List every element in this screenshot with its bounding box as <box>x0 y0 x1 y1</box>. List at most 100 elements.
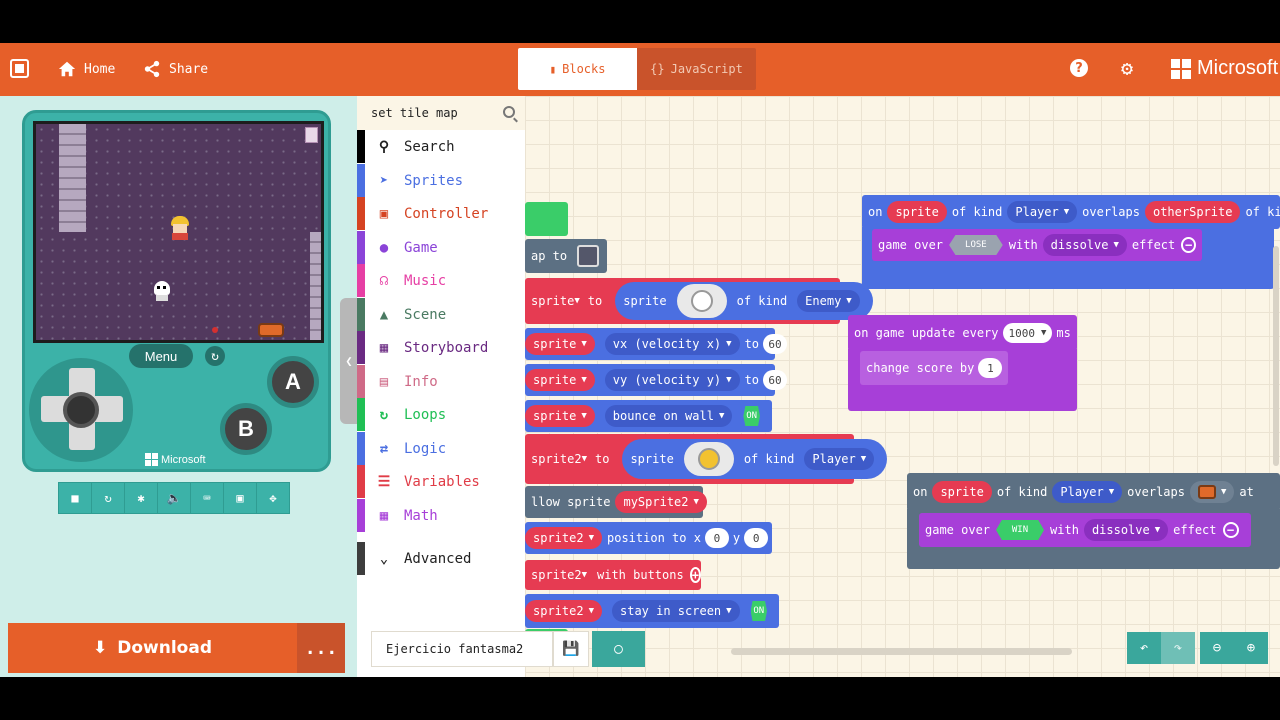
toolbox-category-variables[interactable]: ☰Variables <box>357 465 525 498</box>
horizontal-scrollbar[interactable] <box>731 648 1072 655</box>
save-button[interactable]: 💾 <box>553 631 589 667</box>
toolbox-category-math[interactable]: ▦Math <box>357 499 525 532</box>
toolbox-category-info[interactable]: ▤Info <box>357 365 525 398</box>
toolbox-category-search[interactable]: ⚲Search <box>357 130 525 163</box>
toolbox-category-sprites[interactable]: ➤Sprites <box>357 164 525 197</box>
toolbox-category-game[interactable]: ●Game <box>357 231 525 264</box>
toggle-on[interactable]: ON <box>750 601 767 621</box>
kind-player-dropdown[interactable]: Player▼ <box>1007 201 1078 223</box>
github-button[interactable]: ◯ <box>592 631 645 667</box>
sprite-create-block[interactable]: sprite of kind Enemy▼ <box>615 282 873 320</box>
arcade-logo-icon[interactable] <box>10 59 29 78</box>
win-toggle[interactable]: WIN <box>996 520 1045 540</box>
var-sprite-dropdown[interactable]: sprite▼ <box>525 369 595 391</box>
zoom-in-button[interactable]: ⊕ <box>1234 632 1268 664</box>
settings-button[interactable]: ⚙ <box>1121 56 1133 80</box>
block-set-tilemap[interactable]: ap to <box>525 239 607 273</box>
block-game-over-win[interactable]: game over WIN with dissolve▼ effect − <box>919 513 1251 547</box>
plus-circle-icon[interactable]: + <box>689 567 701 583</box>
var-sprite-dropdown[interactable]: sprite▼ <box>525 405 595 427</box>
property-dropdown[interactable]: vx (velocity x)▼ <box>604 333 740 355</box>
var-sprite-pill[interactable]: sprite <box>932 481 992 503</box>
help-button[interactable]: ? <box>1070 59 1088 77</box>
vertical-scrollbar[interactable] <box>1273 246 1279 466</box>
kind-enemy-dropdown[interactable]: Enemy▼ <box>797 290 860 312</box>
share-button[interactable]: Share <box>143 59 208 79</box>
property-dropdown[interactable]: vy (velocity y)▼ <box>604 369 740 391</box>
stop-icon[interactable]: ■ <box>59 483 92 513</box>
var-sprite-dropdown[interactable]: sprite▼ <box>525 333 595 355</box>
flag-dropdown[interactable]: stay in screen▼ <box>612 600 740 622</box>
kind-player-dropdown[interactable]: Player▼ <box>804 448 875 470</box>
block-set-sprite2-player[interactable]: sprite2▼ to sprite of kind Player▼ <box>525 434 888 484</box>
tab-javascript[interactable]: {} JavaScript <box>637 48 756 90</box>
search-icon[interactable] <box>503 106 515 118</box>
a-button[interactable]: A <box>267 356 319 408</box>
restart-sim-icon[interactable]: ↻ <box>92 483 125 513</box>
microsoft-logo[interactable]: Microsoft <box>1171 57 1278 80</box>
screenshot-camera-icon[interactable]: ▣ <box>224 483 257 513</box>
toolbox-category-music[interactable]: ☊Music <box>357 264 525 297</box>
player-image-picker[interactable] <box>683 442 734 476</box>
block-on-overlap-enemy-body[interactable]: game over LOSE with dissolve▼ effect − <box>862 227 1274 289</box>
blocks-workspace[interactable]: ap to sprite▼ to sprite of kind Enemy▼ s… <box>525 96 1280 677</box>
tilemap-thumbnail[interactable] <box>577 245 600 267</box>
project-name-input[interactable]: Ejercicio fantasma2 <box>371 631 553 667</box>
toggle-on[interactable]: ON <box>743 406 760 426</box>
minus-circle-icon[interactable]: − <box>1181 237 1196 253</box>
block-set-vx[interactable]: sprite▼ vx (velocity x)▼ to 60 <box>525 328 788 360</box>
download-button[interactable]: ⬇ Download <box>8 623 297 673</box>
menu-button[interactable]: Menu <box>129 344 193 368</box>
y-value-input[interactable]: 0 <box>744 528 769 548</box>
toolbox-category-storyboard[interactable]: ▦Storyboard <box>357 331 525 364</box>
undo-button[interactable]: ↶ <box>1127 632 1161 664</box>
redo-button[interactable]: ↷ <box>1161 632 1195 664</box>
block-set-sprite-enemy[interactable]: sprite▼ to sprite of kind Enemy▼ <box>525 278 873 324</box>
var-sprite2-dropdown[interactable]: sprite2 <box>531 568 582 582</box>
minus-circle-icon[interactable]: − <box>1222 522 1239 538</box>
block-bounce-on-wall[interactable]: sprite▼ bounce on wall▼ ON <box>525 400 772 432</box>
flag-dropdown[interactable]: bounce on wall▼ <box>604 405 733 427</box>
block-on-game-update-interval[interactable]: on game update every 1000▼ ms <box>848 315 1077 351</box>
block-set-vy[interactable]: sprite▼ vy (velocity y)▼ to 60 <box>525 364 788 396</box>
more-options-button[interactable]: ... <box>297 623 345 673</box>
block-game-over-lose[interactable]: game over LOSE with dissolve▼ effect − <box>872 229 1202 261</box>
vy-value-input[interactable]: 60 <box>763 370 788 390</box>
block-set-position[interactable]: sprite2▼ position to x 0 y 0 <box>525 522 772 554</box>
sound-icon[interactable]: 🔈 <box>158 483 191 513</box>
var-mysprite2-dropdown[interactable]: mySprite2▼ <box>615 491 707 513</box>
block-hat-top[interactable] <box>525 202 568 236</box>
block-on-overlap-enemy[interactable]: on sprite of kind Player▼ overlaps other… <box>862 195 1280 229</box>
var-sprite-dropdown[interactable]: sprite2▼ <box>525 600 602 622</box>
keyboard-icon[interactable]: ⌨ <box>191 483 224 513</box>
interval-dropdown[interactable]: 1000▼ <box>1002 323 1053 343</box>
restart-icon[interactable]: ↻ <box>205 346 225 366</box>
block-camera-follow[interactable]: llow sprite mySprite2▼ <box>525 486 707 518</box>
dpad[interactable] <box>29 358 133 462</box>
lose-toggle[interactable]: LOSE <box>949 235 1003 255</box>
score-value-input[interactable]: 1 <box>978 358 1003 378</box>
var-sprite2-dropdown[interactable]: sprite2 <box>531 452 582 466</box>
block-stay-in-screen[interactable]: sprite2▼ stay in screen▼ ON <box>525 594 779 628</box>
home-button[interactable]: Home <box>58 59 115 79</box>
block-change-score[interactable]: change score by 1 <box>860 351 1008 385</box>
block-move-with-buttons[interactable]: sprite2▼ with buttons + <box>525 560 701 590</box>
var-sprite-dropdown[interactable]: sprite <box>531 294 575 308</box>
effect-dropdown[interactable]: dissolve▼ <box>1042 234 1127 256</box>
sprite-create-block[interactable]: sprite of kind Player▼ <box>622 439 888 479</box>
kind-player-dropdown[interactable]: Player▼ <box>1052 481 1123 503</box>
game-screen[interactable] <box>33 121 324 343</box>
b-button[interactable]: B <box>220 403 272 455</box>
debug-bug-icon[interactable]: ✱ <box>125 483 158 513</box>
block-on-overlap-tile[interactable]: on sprite of kind Player▼ overlaps ▼ at <box>907 473 1280 511</box>
block-on-game-update-body[interactable]: change score by 1 <box>848 349 1077 411</box>
var-sprite-dropdown[interactable]: sprite2▼ <box>525 527 602 549</box>
zoom-out-button[interactable]: ⊖ <box>1200 632 1234 664</box>
tile-picker[interactable]: ▼ <box>1189 481 1235 503</box>
toolbox-category-advanced[interactable]: ⌄Advanced <box>357 542 525 575</box>
fullscreen-icon[interactable]: ✥ <box>269 491 277 505</box>
toolbox-category-loops[interactable]: ↻Loops <box>357 398 525 431</box>
effect-dropdown[interactable]: dissolve▼ <box>1083 519 1169 541</box>
toolbox-category-controller[interactable]: ▣Controller <box>357 197 525 230</box>
var-othersprite-pill[interactable]: otherSprite <box>1144 201 1241 223</box>
